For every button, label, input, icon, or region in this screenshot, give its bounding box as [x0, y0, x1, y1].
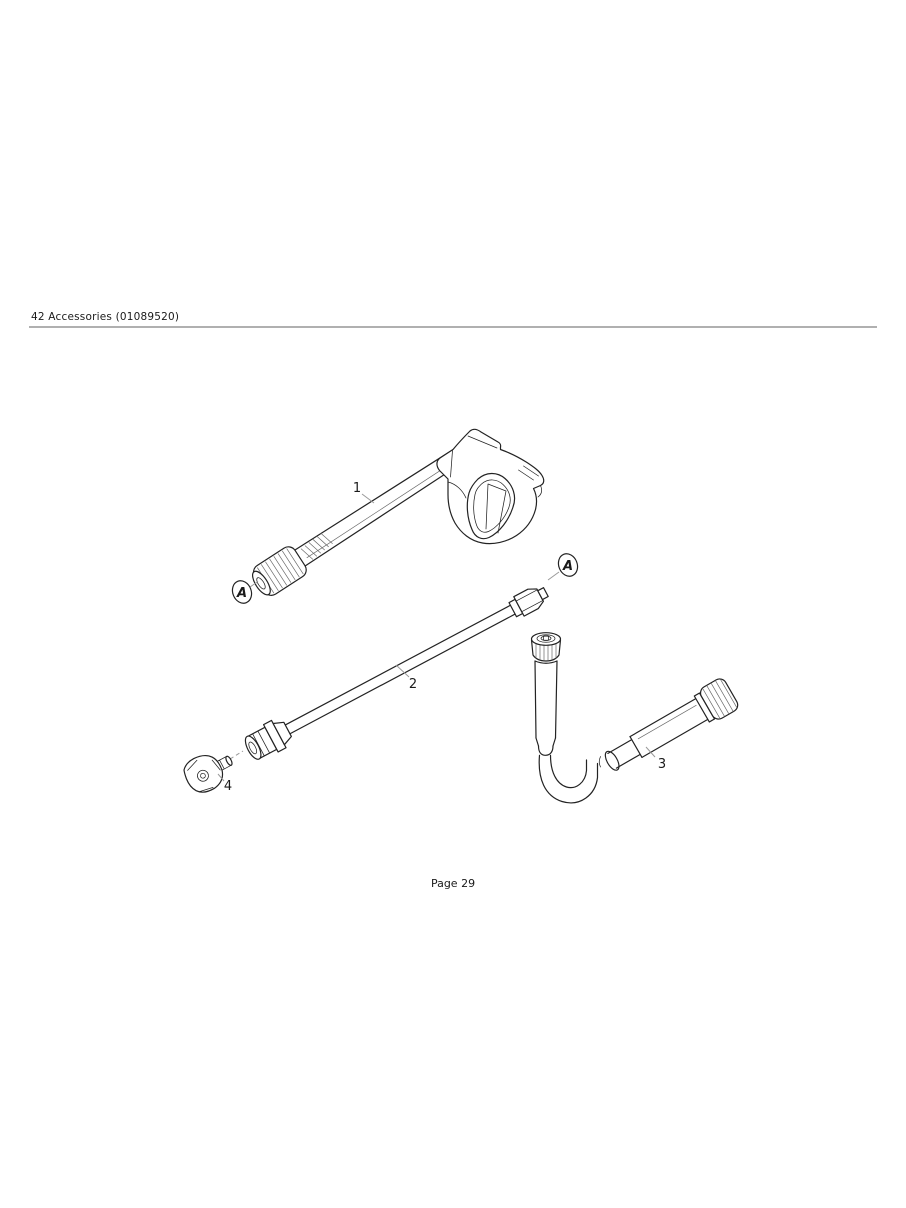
leader-line-3: [645, 746, 656, 758]
gun-trigger-blade: [485, 483, 507, 534]
gun-body-left-joint: [450, 450, 453, 478]
leader-line-1: [361, 493, 375, 504]
lance-hex-nut: [513, 588, 545, 617]
gun-trigger-inner: [473, 479, 511, 533]
lance-tip: [537, 587, 549, 601]
gun-body-top-line: [467, 435, 498, 449]
plug-hex-facets: [187, 759, 221, 792]
header-rule: [29, 326, 877, 328]
hose-connector-collar: [693, 692, 716, 723]
plug-hex-body: [183, 754, 224, 793]
lance-connector-collar: [262, 719, 287, 753]
gun-coupling-face: [252, 570, 271, 596]
lance-connector-face: [244, 735, 262, 760]
hose-cap-ring1: [536, 634, 556, 643]
plug-stub-face: [225, 755, 233, 766]
hose-connector-knurl: [699, 678, 739, 720]
hose-tube-taper: [535, 737, 557, 747]
hose-tube-body: [629, 698, 709, 758]
part-4-nozzle-plug-drawing: [183, 754, 233, 793]
section-title: 42 Accessories (01089520): [31, 311, 180, 323]
leader-line-2: [395, 664, 410, 678]
part-label-3: 3: [658, 757, 666, 772]
gun-barrel-knurl-hatch: [300, 533, 333, 560]
assembly-dash-line: [229, 750, 244, 760]
figure-annotations: 1 2 3 4 A A: [217, 481, 666, 794]
part-1-trigger-gun-drawing: [252, 428, 545, 596]
callout-a-2-ellipse: [557, 553, 579, 577]
hose-cap-band: [530, 639, 562, 662]
part-3-hose-drawing: [530, 632, 739, 804]
hose-junction-notch: [598, 756, 601, 768]
lance-tube-outline: [283, 604, 516, 735]
hose-curve-inner: [549, 754, 588, 789]
gun-body-grip-contour: [447, 481, 467, 499]
hose-connector-ribs: [702, 679, 737, 719]
callout-a-2-letter: A: [562, 559, 573, 574]
hose-cap-square-port: [543, 635, 549, 641]
plug-bore-outer: [197, 769, 209, 782]
hose-curve-outer: [538, 754, 599, 804]
hose-tube-butt-end: [604, 750, 620, 771]
page-number: Page 29: [430, 877, 476, 890]
gun-coupling-bore: [256, 577, 266, 590]
leader-line-4: [217, 773, 225, 782]
part-2-lance-drawing: [229, 587, 549, 760]
gun-barrel-highlight: [306, 458, 458, 559]
gun-outlet-slots: [518, 465, 539, 481]
callout-a-1: A: [231, 580, 259, 604]
callout-a-2: A: [547, 553, 579, 581]
part-label-2: 2: [409, 677, 417, 692]
part-label-1: 1: [353, 481, 361, 496]
callout-a-1-letter: A: [236, 586, 247, 601]
gun-outlet-hook: [537, 485, 543, 498]
hose-tube-cup: [537, 745, 554, 756]
hose-tube-neck: [607, 736, 643, 769]
callout-a-1-leader: [249, 581, 259, 588]
lance-connector-face-ring: [248, 741, 258, 755]
callout-a-2-leader: [547, 571, 560, 581]
hose-tube-highlight: [637, 704, 697, 740]
lance-hex-facets: [515, 589, 544, 613]
hose-vertical-tube: [534, 660, 558, 739]
part-label-4: 4: [224, 779, 232, 794]
callout-a-1-ellipse: [231, 580, 253, 604]
plug-bore-inner: [200, 772, 206, 779]
hose-cap-ribs: [535, 641, 557, 661]
lance-connector-taper: [272, 721, 292, 746]
